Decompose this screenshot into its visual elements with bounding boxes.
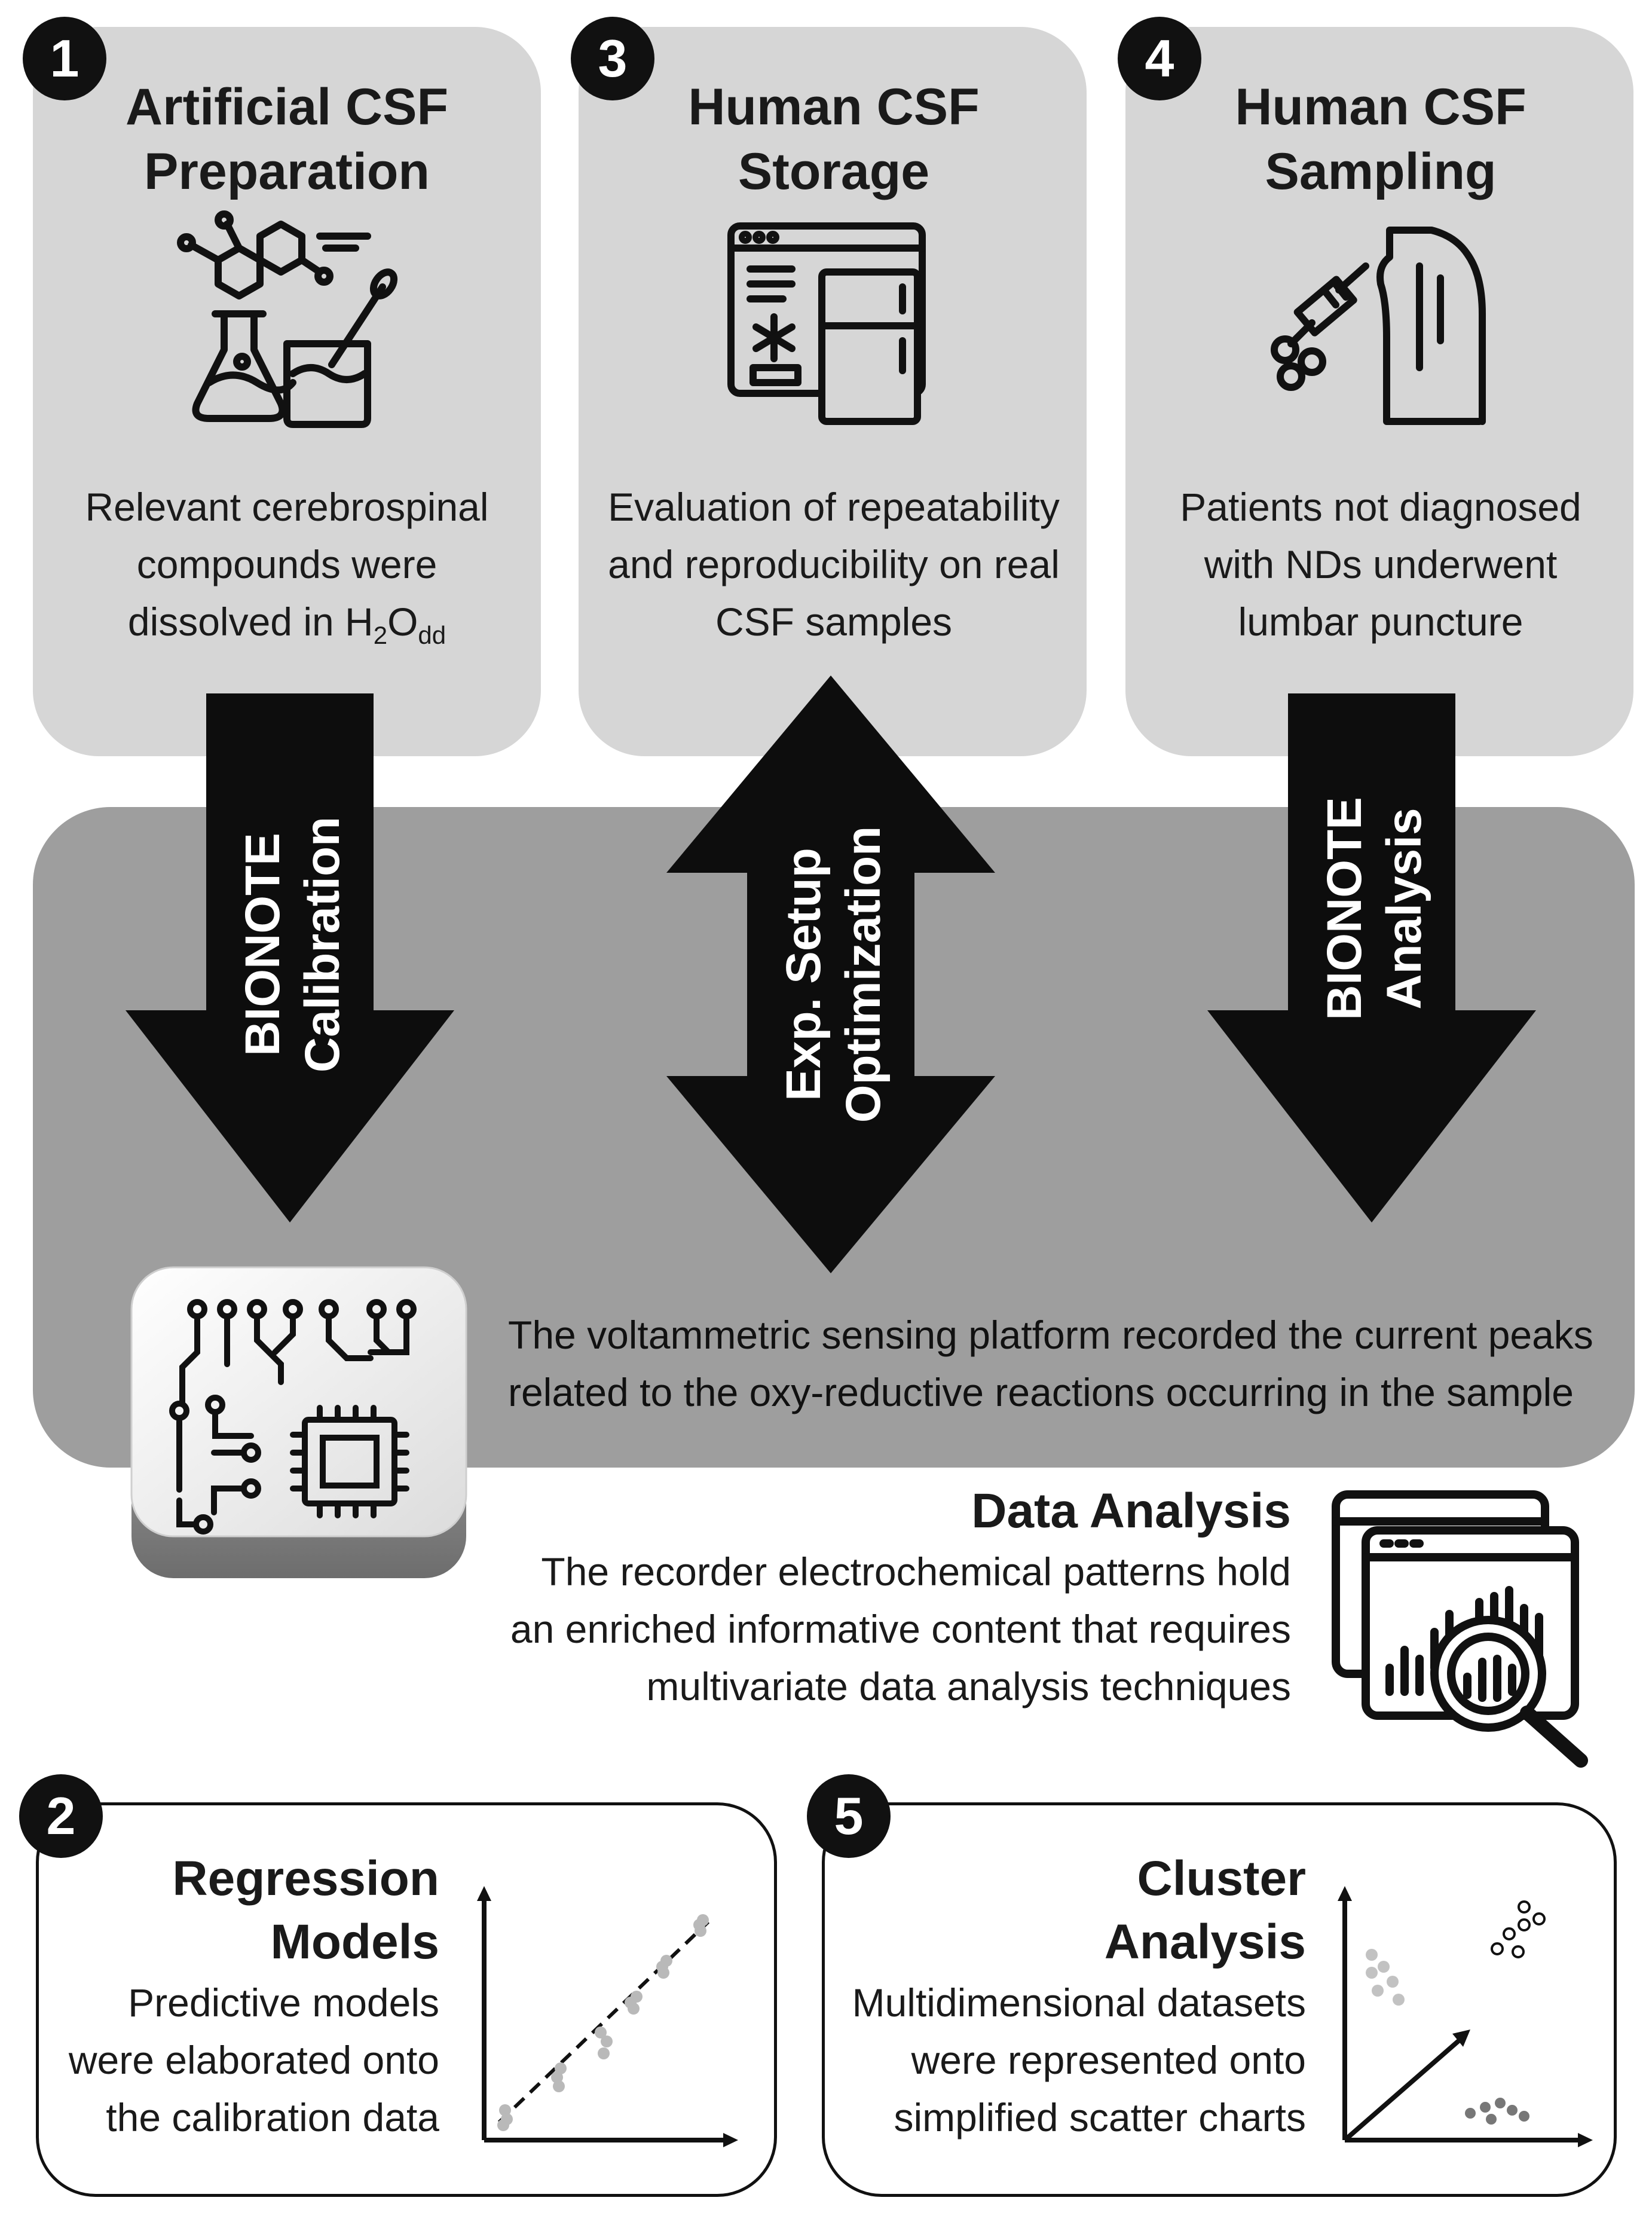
platform-desc-line1: The voltammetric sensing platform record… (508, 1313, 1593, 1357)
card-4-title: Human CSF Sampling (1151, 75, 1611, 204)
card-1-title-line2: Preparation (144, 143, 430, 200)
arrow-optimization: Exp. Setup Optimization (666, 676, 995, 1273)
data-analysis-line1: The recorder electrochemical patterns ho… (541, 1549, 1291, 1594)
box-regression-models (36, 1802, 777, 2197)
regression-desc-line1: Predictive models (128, 1980, 439, 2025)
cluster-title-line1: Cluster (1137, 1851, 1306, 1906)
regression-text: Regression Models Predictive models were… (60, 1847, 439, 2146)
card-1-title-line1: Artificial CSF (126, 78, 448, 136)
card-3-title: Human CSF Storage (604, 75, 1064, 204)
data-analysis-line3: multivariate data analysis techniques (646, 1664, 1291, 1708)
arrow-calibration: BIONOTE Calibration (126, 693, 454, 1222)
lumbar-puncture-icon (1271, 227, 1486, 425)
regression-desc-line3: the calibration data (106, 2095, 439, 2140)
card-3-desc-line3: CSF samples (715, 600, 953, 644)
arrow-analysis: BIONOTE Analysis (1207, 693, 1536, 1222)
circuit-chip-icon (130, 1266, 467, 1578)
freezer-storage-icon (727, 222, 926, 425)
card-1-title: Artificial CSF Preparation (57, 75, 517, 204)
step-badge-4: 4 (1118, 17, 1201, 100)
arrow-calibration-line2: Calibration (295, 817, 350, 1072)
regression-plot-icon (477, 1886, 738, 2147)
card-3-title-line1: Human CSF (688, 78, 980, 136)
card-4-description: Patients not diagnosed with NDs underwen… (1151, 478, 1611, 650)
card-1-desc-line3: dissolved in H2Odd (127, 600, 446, 650)
data-magnifier-icon (1332, 1490, 1588, 1768)
card-4-desc-line2: with NDs underwent (1204, 542, 1558, 586)
platform-desc-line2: related to the oxy-reductive reactions o… (508, 1370, 1574, 1414)
box-cluster-analysis (822, 1802, 1617, 2197)
cluster-desc-line3: simplified scatter charts (894, 2095, 1306, 2140)
arrow-calibration-line1: BIONOTE (235, 833, 290, 1056)
regression-desc-line2: were elaborated onto (68, 2038, 439, 2082)
data-analysis-title: Data Analysis (971, 1484, 1291, 1538)
card-3-title-line2: Storage (738, 143, 930, 200)
card-1-desc-line1: Relevant cerebrospinal (85, 485, 489, 529)
cluster-text: Cluster Analysis Multidimensional datase… (837, 1847, 1306, 2146)
platform-description: The voltammetric sensing platform record… (508, 1306, 1608, 1421)
card-3-desc-line1: Evaluation of repeatability (608, 485, 1060, 529)
step-badge-2: 2 (19, 1774, 103, 1858)
cluster-title-line2: Analysis (1104, 1915, 1306, 1969)
arrow-optimization-line1: Exp. Setup (776, 848, 831, 1101)
chemistry-lab-icon (177, 210, 398, 428)
regression-title-line1: Regression (172, 1851, 439, 1906)
card-human-csf-sampling (1125, 27, 1633, 756)
cluster-plot-icon (1338, 1886, 1593, 2147)
card-4-title-line2: Sampling (1265, 143, 1497, 200)
step-badge-3: 3 (571, 17, 654, 100)
cluster-desc-line2: were represented onto (911, 2038, 1306, 2082)
cluster-desc-line1: Multidimensional datasets (852, 1980, 1306, 2025)
arrow-optimization-line2: Optimization (836, 826, 891, 1123)
data-analysis-section: Data Analysis The recorder electrochemic… (418, 1480, 1291, 1715)
card-4-desc-line1: Patients not diagnosed (1180, 485, 1581, 529)
card-4-desc-line3: lumbar puncture (1238, 600, 1523, 644)
arrow-analysis-line2: Analysis (1377, 808, 1431, 1009)
step-badge-5: 5 (807, 1774, 891, 1858)
step-badge-1: 1 (23, 17, 106, 100)
card-1-description: Relevant cerebrospinal compounds were di… (57, 478, 517, 664)
arrow-analysis-line1: BIONOTE (1317, 797, 1372, 1020)
card-1-desc-line2: compounds were (136, 542, 438, 586)
data-analysis-line2: an enriched informative content that req… (510, 1607, 1291, 1651)
card-3-description: Evaluation of repeatability and reproduc… (595, 478, 1073, 650)
card-4-title-line1: Human CSF (1235, 78, 1526, 136)
regression-title-line2: Models (270, 1915, 439, 1969)
card-3-desc-line2: and reproducibility on real (608, 542, 1060, 586)
